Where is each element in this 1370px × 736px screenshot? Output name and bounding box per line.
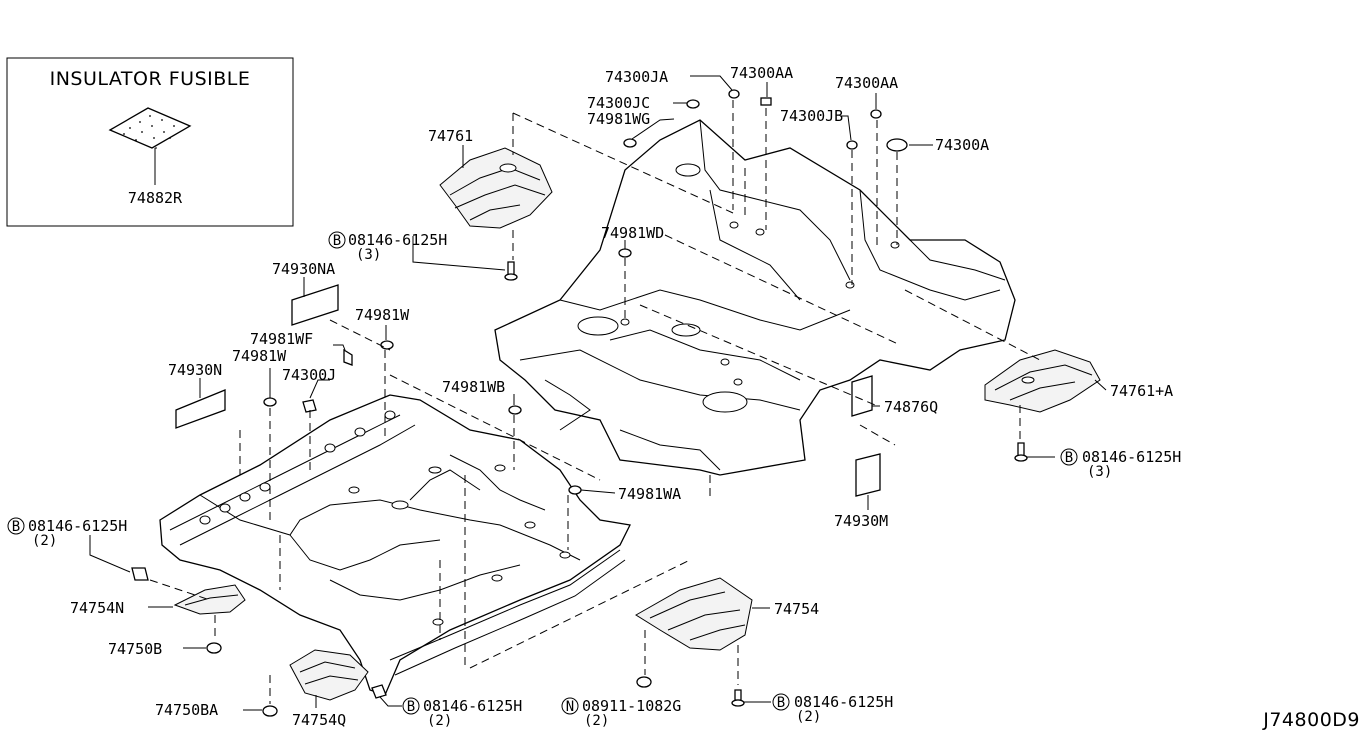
part-labels: 74300JA 74300AA 74300AA 74300JC 74981WG … (70, 64, 1173, 729)
label-74930m: 74930M (834, 512, 888, 530)
callout-b3: B 08146-6125H (2) (7, 517, 127, 549)
bolt-icon (1017, 442, 1025, 457)
callout-part: 08911-1082G (582, 697, 681, 715)
plug-icon (728, 89, 740, 99)
bolt-icon (507, 261, 515, 276)
label-74754: 74754 (774, 600, 819, 618)
label-74981w-2: 74981W (232, 347, 287, 365)
fasteners (131, 89, 1028, 717)
callout-part: 08146-6125H (1082, 448, 1181, 466)
bolt-icon (131, 567, 149, 581)
callout-n1: N 08911-1082G (2) (561, 697, 681, 729)
plug-icon (508, 405, 522, 415)
bolt-icon (734, 689, 742, 701)
plug-icon (870, 109, 882, 119)
plug-icon (886, 138, 908, 152)
nut-icon (206, 642, 222, 654)
svg-text:N: N (566, 699, 574, 715)
heat-shield-74754q (289, 649, 369, 701)
callout-qty: (2) (427, 713, 452, 729)
svg-text:B: B (12, 519, 20, 535)
heat-shield-74761 (439, 147, 553, 229)
heat-shield-74761a (984, 349, 1101, 413)
label-74981wg: 74981WG (587, 110, 650, 128)
grommet-icon (760, 97, 772, 106)
callout-qty: (2) (584, 713, 609, 729)
label-74300aa-1: 74300AA (730, 64, 793, 82)
label-74300a: 74300A (935, 136, 989, 154)
rear-floor-panel (494, 119, 1016, 476)
callout-b1: B 08146-6125H (3) (328, 231, 447, 263)
label-74930na: 74930NA (272, 260, 335, 278)
svg-text:B: B (407, 699, 415, 715)
heat-shield-74754 (635, 577, 753, 651)
callout-part: 08146-6125H (348, 231, 447, 249)
label-74981wa: 74981WA (618, 485, 681, 503)
plug-icon (686, 99, 700, 109)
leader-lines (89, 75, 1107, 711)
plug-icon (568, 485, 582, 495)
label-74754n: 74754N (70, 599, 124, 617)
circled-b-icon (772, 693, 790, 711)
label-74930n: 74930N (168, 361, 222, 379)
label-74876q: 74876Q (884, 398, 938, 416)
callout-b5: B 08146-6125H (2) (772, 693, 893, 725)
pad-74930n (175, 389, 226, 429)
circled-b-icon (328, 231, 346, 249)
circled-b-icon (7, 517, 25, 535)
front-floor-panel (159, 394, 631, 696)
callout-part: 08146-6125H (794, 693, 893, 711)
label-74981w-1: 74981W (355, 306, 410, 324)
clip-icon (343, 348, 353, 366)
plug-icon (263, 397, 277, 407)
label-74300jc: 74300JC (587, 94, 650, 112)
circled-b-icon (402, 697, 420, 715)
label-74300aa-2: 74300AA (835, 74, 898, 92)
plug-icon (846, 140, 858, 150)
label-74981wb: 74981WB (442, 378, 505, 396)
plug-icon (618, 248, 632, 258)
label-74761: 74761 (428, 127, 473, 145)
label-74981wf: 74981WF (250, 330, 313, 348)
clip-icon (302, 399, 317, 413)
svg-text:B: B (777, 695, 785, 711)
pad-74876q (851, 375, 873, 417)
svg-text:B: B (1065, 450, 1073, 466)
callout-qty: (2) (796, 709, 821, 725)
plug-icon (623, 138, 637, 148)
circled-n-icon (561, 697, 579, 715)
callout-part: 08146-6125H (423, 697, 522, 715)
inset-title: INSULATOR FUSIBLE (50, 68, 251, 90)
label-74300ja: 74300JA (605, 68, 668, 86)
assembly-lines (149, 100, 1041, 704)
label-74750b: 74750B (108, 640, 162, 658)
plug-icon (380, 340, 394, 350)
label-74300jb: 74300JB (780, 107, 843, 125)
diagram-id: J74800D9 (1262, 709, 1360, 731)
callout-qty: (2) (32, 533, 57, 549)
label-74761a: 74761+A (1110, 382, 1173, 400)
callout-part: 08146-6125H (28, 517, 127, 535)
insulator-fusible-inset: INSULATOR FUSIBLE 74882R (6, 57, 294, 227)
insulator-pad-icon (108, 107, 192, 149)
callout-qty: (3) (356, 247, 381, 263)
label-74981wd: 74981WD (601, 224, 664, 242)
inset-part-number: 74882R (128, 189, 183, 207)
callout-b4: B 08146-6125H (2) (402, 697, 522, 729)
pad-74930na (291, 284, 339, 326)
heat-shield-74754n (173, 584, 246, 615)
pad-74930m (855, 453, 881, 497)
nut-icon (262, 705, 278, 717)
callout-b2: B 08146-6125H (3) (1060, 448, 1181, 480)
svg-text:B: B (333, 233, 341, 249)
nut-icon (636, 676, 652, 688)
label-74754q: 74754Q (292, 711, 346, 729)
bolt-icon (371, 684, 387, 699)
circled-b-icon (1060, 448, 1078, 466)
label-74300j: 74300J (282, 366, 336, 384)
callout-qty: (3) (1087, 464, 1112, 480)
label-74750ba: 74750BA (155, 701, 218, 719)
